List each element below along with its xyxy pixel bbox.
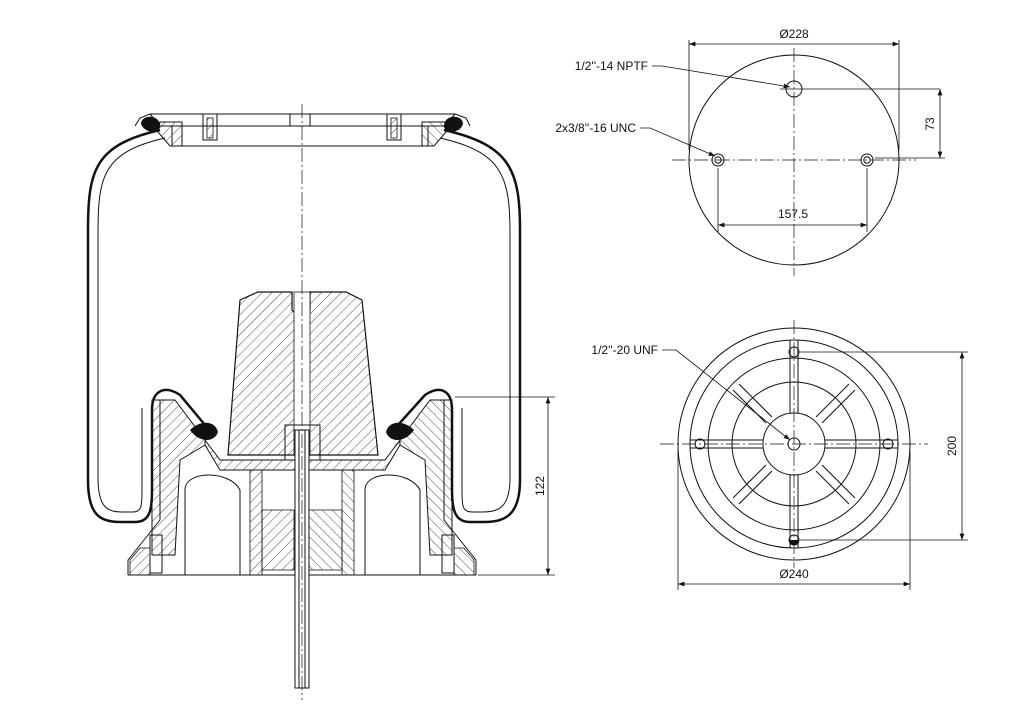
dimension-label-73: 73 [923, 117, 937, 131]
callout-center-port-thread: 1/2''-14 NPTF [575, 59, 648, 73]
port-offset-dimension-73: 73 [875, 89, 945, 159]
mounting-hole-right [860, 153, 874, 167]
dimension-label-228: Ø228 [779, 27, 809, 41]
callout-mounting-threads: 2x3/8''-16 UNC [555, 121, 636, 135]
bellows-outer-right [397, 128, 522, 524]
bellows-outer [86, 128, 206, 524]
stud-spacing-dimension-157-5: 157.5 [717, 168, 868, 232]
center-port-hole [780, 80, 940, 98]
height-dimension-200: 200 [800, 351, 968, 541]
dimension-label-157-5: 157.5 [778, 207, 808, 221]
callout-stud-thread: 1/2''-20 UNF [591, 343, 658, 357]
dimension-label-240: Ø240 [779, 567, 809, 581]
center-port-thread-callout: 1/2''-14 NPTF [575, 59, 791, 89]
mounting-threads-callout: 2x3/8''-16 UNC [555, 121, 716, 157]
height-dimension-122: 122 [455, 396, 555, 576]
stud-thread-callout: 1/2''-20 UNF [591, 343, 791, 441]
dimension-label-200: 200 [945, 436, 959, 456]
diameter-dimension-240: Ø240 [677, 450, 911, 590]
piston-base [127, 399, 477, 576]
top-view: Ø228 73 157.5 1/2''-14 NPTF 2x3/8''-16 U… [555, 27, 945, 276]
side-section-view: 122 [86, 104, 555, 700]
dimension-label-122: 122 [533, 476, 547, 496]
bottom-view: 200 Ø240 1/2''-20 UNF [591, 320, 968, 590]
mounting-hole-left [711, 153, 725, 167]
base-bolt-holes [694, 346, 894, 546]
diameter-dimension-228: Ø228 [688, 27, 900, 150]
top-bead-plate [134, 113, 471, 147]
